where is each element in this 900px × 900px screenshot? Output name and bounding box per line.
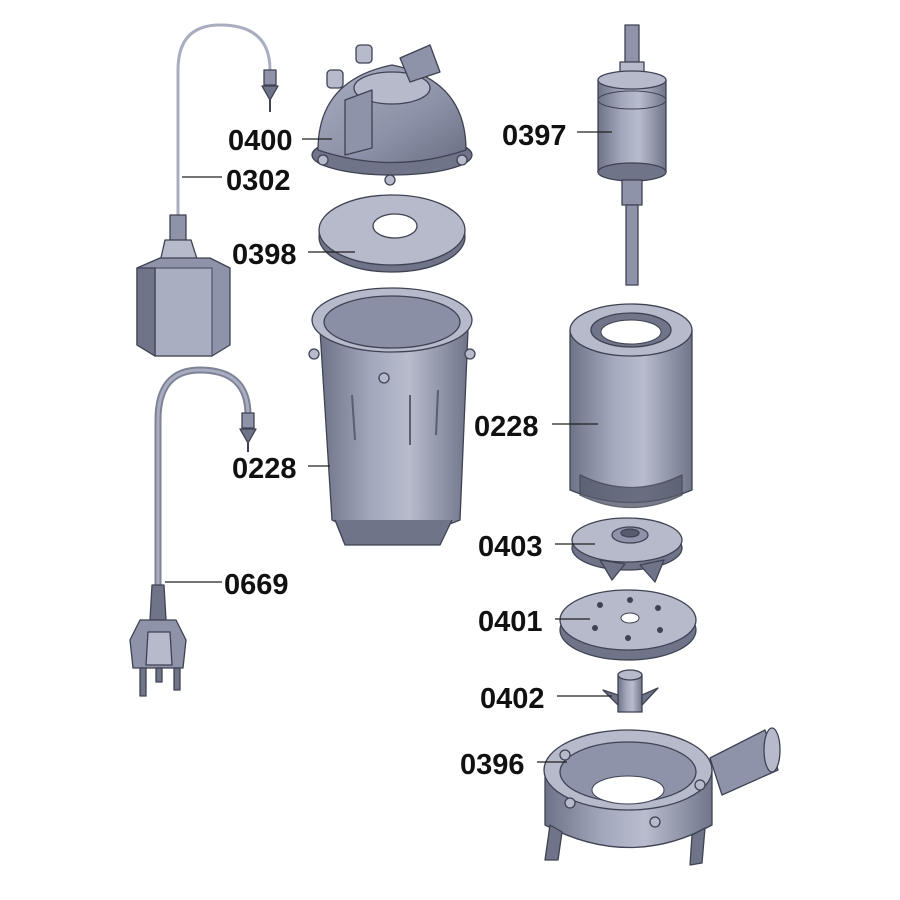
oil-seal: [571, 517, 683, 583]
label-power-cable: 0669: [224, 569, 289, 601]
motor-housing: [308, 287, 476, 546]
label-impeller: 0402: [480, 683, 545, 715]
leader-lines: [165, 131, 612, 763]
pump-casing: [543, 727, 781, 866]
label-housing: 0228: [232, 453, 297, 485]
label-float-cover: 0400: [228, 125, 293, 157]
label-gasket: 0398: [232, 239, 297, 271]
label-float-cable: 0302: [226, 165, 291, 197]
power-cable: [129, 366, 257, 697]
impeller: [602, 669, 659, 713]
gasket-disc: [318, 194, 466, 273]
label-oil-seal: 0403: [478, 531, 543, 563]
label-stator: 0228: [474, 411, 539, 443]
label-plate: 0401: [478, 606, 543, 638]
wear-plate: [559, 589, 697, 661]
top-cover: [311, 44, 473, 186]
rotor-shaft: [597, 24, 667, 286]
label-rotor: 0397: [502, 120, 567, 152]
float-switch: [136, 23, 279, 357]
label-pump-casing: 0396: [460, 749, 525, 781]
stator: [569, 303, 693, 509]
